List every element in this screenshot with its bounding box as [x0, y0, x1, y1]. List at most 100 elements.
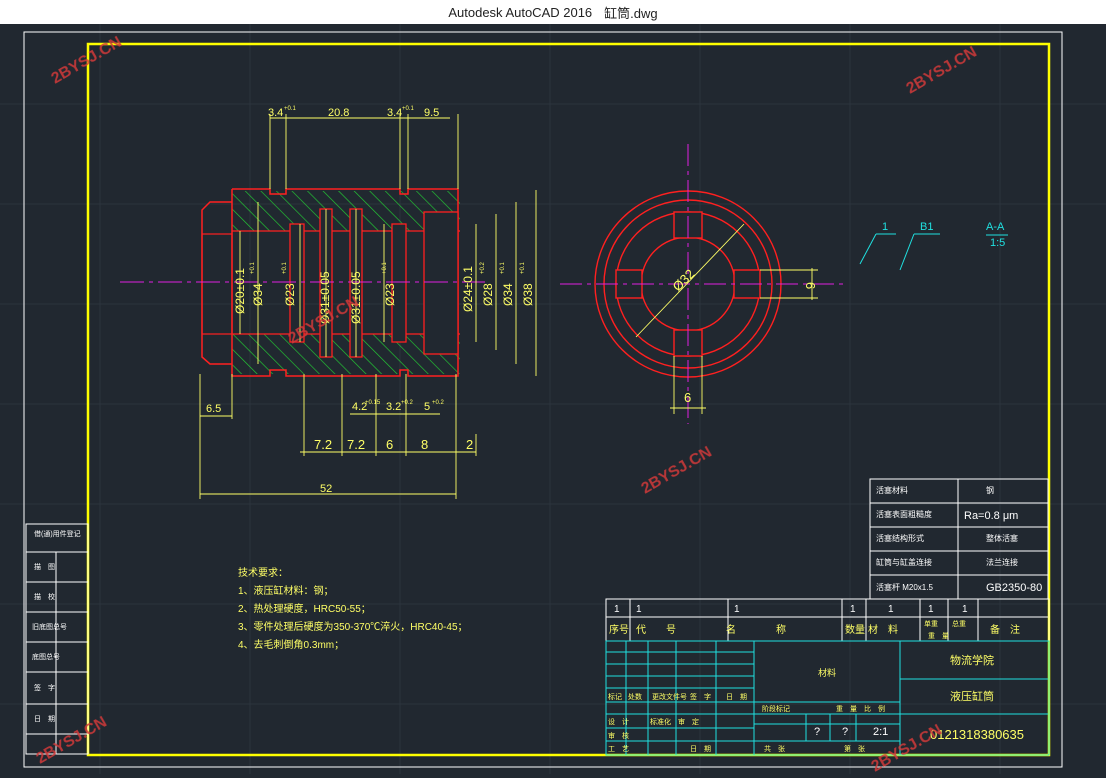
tb-part-name: 液压缸筒 [950, 689, 994, 703]
app-title: Autodesk AutoCAD 2016 [448, 4, 593, 20]
tb-process: 工 艺 [608, 745, 629, 753]
spec-key-1: 活塞材料 [876, 485, 908, 495]
spec-val-3: 整体活塞 [986, 533, 1018, 543]
spec-val-5: GB2350-80 [986, 582, 1042, 594]
dim-3-4-b: 3.4 [387, 107, 402, 119]
tb-date2: 日 期 [690, 745, 711, 753]
note-3: 3、零件处理后硬度为350-370℃淬火，HRC40-45； [238, 620, 468, 633]
svg-text:+0.1: +0.1 [284, 106, 297, 112]
notes-title: 技术要求： [238, 566, 288, 579]
dim-9-5: 9.5 [424, 107, 439, 119]
groove-5 [423, 211, 459, 355]
note-2: 2、热处理硬度，HRC50-55； [238, 602, 371, 615]
tb-row-unit: 1 [928, 604, 934, 615]
tech-notes: 技术要求： 1、液压缸材料：钢； 2、热处理硬度，HRC50-55； 3、零件处… [238, 566, 468, 651]
tb-std: 标准化 [650, 717, 671, 726]
svg-text:+0.2: +0.2 [401, 400, 414, 406]
side-label-6: 日 期 [34, 715, 55, 723]
section-dimensions [199, 114, 537, 499]
window-titlebar: Autodesk AutoCAD 2016 缸筒.dwg [0, 0, 1106, 24]
inner-frame [86, 42, 1051, 757]
tb-sheet: 第 张 [844, 744, 865, 753]
side-label-5: 签 字 [34, 683, 55, 692]
tb-scale: 2:1 [873, 726, 888, 738]
side-label-2: 描 校 [34, 592, 55, 601]
label-1: 1 [882, 221, 888, 233]
groove-4 [391, 223, 407, 343]
svg-text:+0.1: +0.1 [520, 261, 526, 274]
file-name: 缸筒.dwg [604, 5, 658, 21]
dim-d32: Ø32 [670, 266, 698, 294]
dim-7-2-b: 7.2 [347, 437, 365, 452]
dim-3-4-a: 3.4 [268, 107, 283, 119]
side-register [25, 523, 89, 755]
tb-h-seq: 序号 [609, 623, 629, 636]
hatch-top [232, 191, 460, 231]
watermark-2: 2BYSJ.CN [904, 44, 980, 98]
spec-key-3: 活塞结构形式 [876, 533, 924, 543]
dim-3-2: 3.2 [386, 401, 401, 413]
dim-6-5: 6.5 [206, 403, 221, 415]
note-1: 1、液压缸材料：钢； [238, 584, 334, 597]
svg-text:+0.2: +0.2 [480, 261, 486, 274]
spec-val-2: Ra=0.8 μm [964, 510, 1018, 522]
label-b1: B1 [920, 221, 933, 233]
tb-school: 物流学院 [950, 653, 994, 667]
dim-d31-b: Ø31±0.05 [349, 271, 363, 324]
watermark-4: 2BYSJ.CN [639, 444, 715, 498]
tb-h-total: 总重 [952, 619, 966, 628]
dim-d34: Ø34 [251, 283, 265, 306]
outer-profile [231, 188, 459, 377]
side-label-4: 底图总号 [32, 652, 60, 661]
dim-52: 52 [320, 483, 332, 495]
groove-1 [289, 223, 305, 343]
svg-text:+0.1: +0.1 [282, 261, 288, 274]
dim-7-2-a: 7.2 [314, 437, 332, 452]
spec-val-4: 法兰连接 [986, 557, 1018, 567]
bore-left [201, 233, 233, 335]
tb-h-weight: 重 量 [928, 632, 949, 640]
note-4: 4、去毛刺倒角0.3mm； [238, 639, 344, 651]
label-section-aa: A-A [986, 221, 1005, 233]
drawing-canvas[interactable]: 3.4 +0.1 20.8 3.4 +0.1 9.5 6.5 4.2 +0.15… [0, 24, 1106, 775]
tb-material: 材料 [818, 667, 836, 678]
tb-row-total: 1 [962, 604, 968, 615]
svg-text:+0.1: +0.1 [250, 261, 256, 274]
tb-row-qty: 1 [850, 604, 856, 615]
grid [0, 24, 1106, 774]
svg-text:+0.15: +0.15 [365, 400, 381, 406]
watermark-1: 2BYSJ.CN [49, 34, 125, 88]
dim-d38: Ø38 [521, 283, 535, 306]
tb-row-mat: 1 [888, 604, 894, 615]
outer-frame [23, 31, 1063, 768]
dim-d28: Ø28 [481, 283, 495, 306]
tb-h-code: 代 号 [636, 624, 676, 636]
section-view[interactable] [120, 188, 485, 377]
tb-h-note: 备 注 [990, 623, 1020, 636]
end-view-centerlines [560, 144, 845, 424]
dim-d23-a: Ø23 [283, 283, 297, 306]
dim-6-bottom: 6 [684, 390, 691, 405]
dim-5: 5 [424, 401, 430, 413]
tb-h-name: 名 称 [726, 623, 786, 636]
dim-8: 8 [421, 437, 428, 452]
tb-h-mat: 材 料 [868, 623, 898, 636]
dim-d24: Ø24±0.1 [461, 266, 475, 312]
tb-count: 处数 [628, 692, 642, 701]
tb-check: 审 核 [608, 731, 629, 740]
tb-q2: ? [842, 726, 848, 738]
tb-h-single: 单重 [924, 619, 938, 628]
hatch-bottom [232, 334, 460, 374]
title-block-cyan [605, 640, 1050, 756]
tb-weight: 重 量 [836, 705, 857, 713]
dim-20-8: 20.8 [328, 107, 349, 119]
tb-sign: 签 字 [690, 692, 711, 701]
svg-text:+0.1: +0.1 [382, 261, 388, 274]
side-label-1: 描 图 [34, 562, 55, 571]
svg-text:+0.1: +0.1 [500, 261, 506, 274]
dim-d31-a: Ø31±0.05 [318, 271, 332, 324]
tb-review: 审 定 [678, 717, 699, 726]
tb-mark: 标记 [608, 692, 622, 701]
label-scale-1-5: 1:5 [990, 237, 1005, 249]
flange-profile [201, 201, 232, 365]
